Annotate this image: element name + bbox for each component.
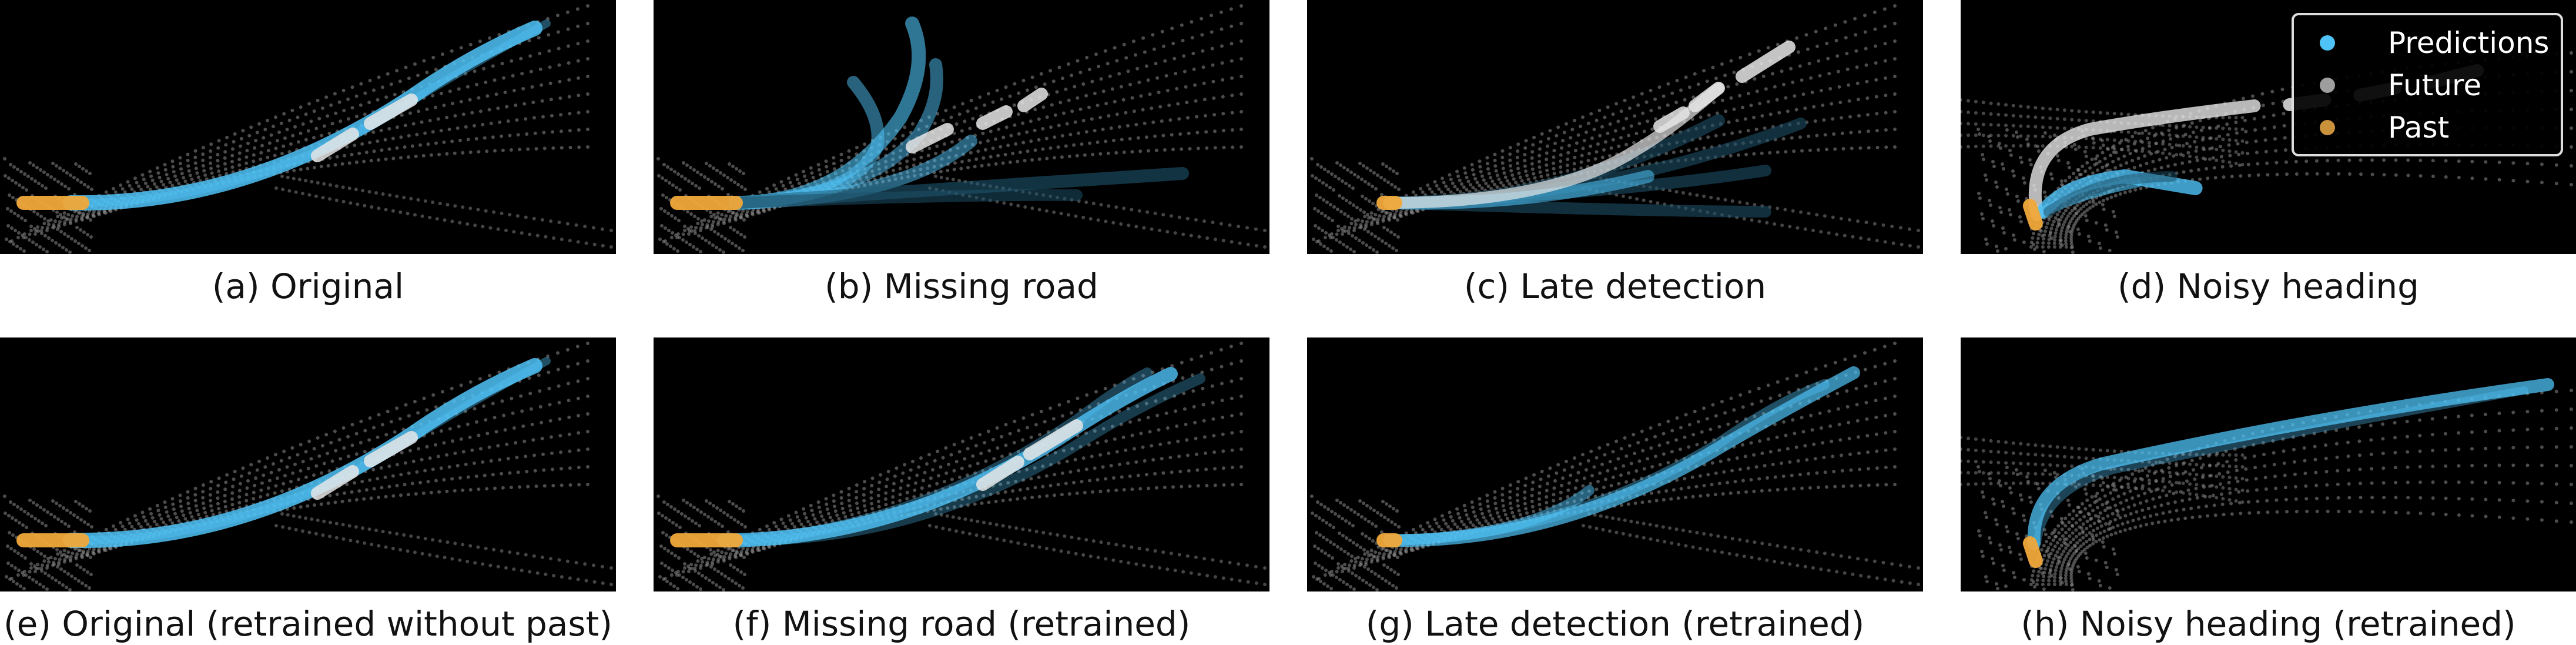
panel-b — [654, 0, 1269, 254]
future-track — [2028, 99, 2261, 221]
road-points — [1310, 4, 1920, 254]
legend-item-predictions: Predictions — [2294, 22, 2561, 64]
panel-f — [654, 337, 1269, 591]
road-points — [656, 4, 1267, 254]
caption: (d) Noisy heading — [2118, 266, 2419, 306]
scene-plot — [656, 342, 1267, 591]
panel-g — [1307, 337, 1923, 591]
future-track — [976, 105, 1013, 130]
prediction-track — [2043, 171, 2178, 217]
caption: (a) Original — [212, 266, 404, 306]
scene-plot — [656, 4, 1267, 254]
scene-plot — [3, 342, 613, 591]
future-track — [364, 93, 418, 130]
scene-plot — [1961, 378, 2574, 591]
future-track — [1023, 419, 1083, 460]
future-track — [311, 465, 359, 500]
panel-e — [0, 337, 616, 591]
future-track — [906, 123, 954, 153]
prediction-track — [63, 21, 542, 211]
legend-item-past: Past — [2294, 107, 2561, 148]
caption: (b) Missing road — [825, 266, 1098, 306]
prediction-track — [730, 189, 1083, 209]
panel-h — [1961, 337, 2576, 591]
future-track — [976, 456, 1024, 491]
future-marker-icon — [2320, 78, 2335, 93]
prediction-track — [63, 358, 542, 549]
legend-label: Past — [2388, 111, 2450, 145]
past-track — [2022, 536, 2043, 568]
scene-plot — [1961, 51, 2574, 254]
future-track — [1736, 41, 1796, 83]
caption: (f) Missing road (retrained) — [732, 604, 1191, 644]
predictions-marker-icon — [2320, 35, 2335, 51]
panel-c — [1307, 0, 1923, 254]
prediction-track — [2027, 378, 2555, 550]
past-marker-icon — [2320, 120, 2335, 135]
future-track — [1689, 82, 1725, 112]
road-points — [1961, 389, 2574, 591]
prediction-track — [731, 373, 1205, 546]
future-track — [311, 128, 359, 162]
scene-plot — [1310, 4, 1920, 254]
panel-a — [0, 0, 616, 254]
legend-label: Predictions — [2388, 26, 2550, 60]
prediction-track — [1384, 485, 1594, 546]
caption: (c) Late detection — [1463, 266, 1767, 306]
prediction-track — [2032, 386, 2529, 547]
scene-plot — [3, 4, 613, 254]
future-track — [364, 431, 418, 467]
past-track — [2022, 199, 2043, 230]
future-track — [1653, 106, 1690, 133]
legend-item-future: Future — [2294, 65, 2561, 106]
caption: (e) Original (retrained without past) — [3, 604, 612, 644]
scene-plot — [1310, 342, 1920, 591]
legend-label: Future — [2388, 68, 2482, 102]
caption: (g) Late detection (retrained) — [1365, 604, 1865, 644]
caption: (h) Noisy heading (retrained) — [2021, 604, 2516, 644]
future-track — [1017, 88, 1048, 112]
legend: Predictions Future Past — [2292, 13, 2563, 156]
